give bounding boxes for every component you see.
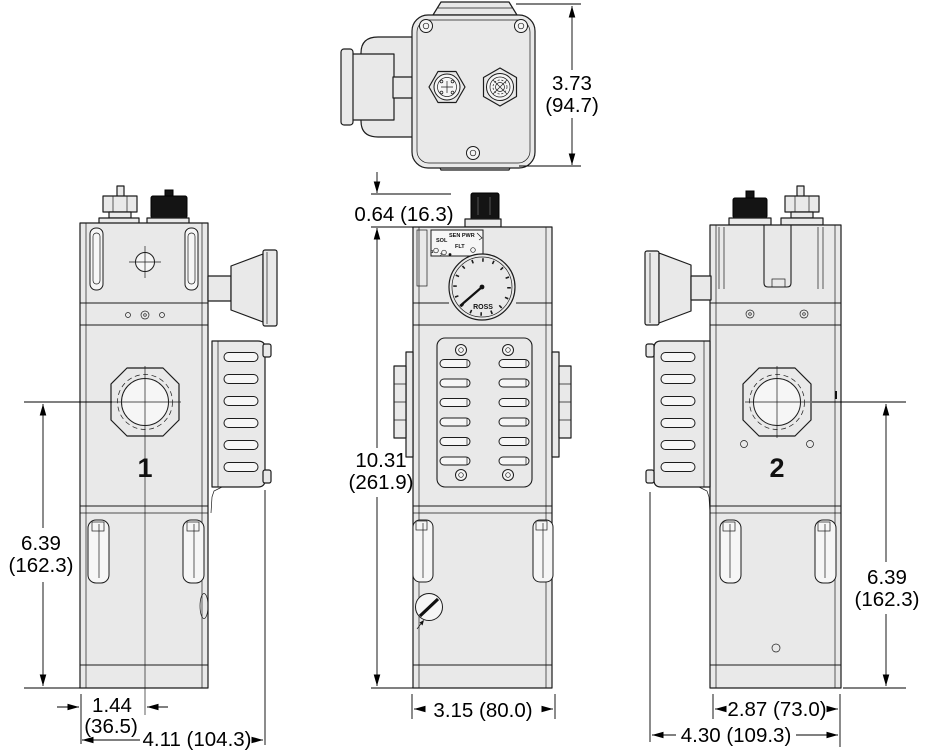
left-side-view: 1	[79, 185, 278, 715]
front-view: SOL SEN PWR FLT 1 2 ROSS	[393, 192, 572, 689]
m12-connector-icon	[428, 70, 466, 104]
top-view	[340, 1, 536, 171]
port-2-boss	[742, 366, 812, 438]
dim-front-width: 3.15 (80.0)	[433, 699, 532, 722]
mounting-slot	[184, 227, 199, 291]
dim-connector-height: 0.64 (16.3)	[354, 203, 453, 226]
gauge-tick-ring	[453, 258, 511, 316]
dim-overall-height-mm: (261.9)	[349, 471, 414, 494]
panel-leader-arrow-icon	[476, 232, 483, 241]
side-connector-block	[349, 53, 395, 121]
led-icon	[448, 253, 452, 256]
edge-cutout	[199, 593, 209, 619]
indicator-sol-label: SOL	[436, 238, 448, 244]
indicator-flt-label: FLT	[455, 244, 465, 250]
dim-top-height-mm: (94.7)	[545, 94, 599, 117]
mounting-slot	[412, 519, 434, 583]
leader-arrow-icon	[419, 620, 424, 626]
gauge-needle	[459, 286, 483, 307]
mounting-slot	[814, 519, 837, 584]
mounting-slot	[532, 519, 554, 583]
dim-left-port-height-in: 6.39	[21, 532, 61, 555]
mounting-slot	[87, 519, 110, 584]
dim-left-overall-width: 4.11 (104.3)	[142, 728, 251, 751]
gauge-side-knob	[207, 249, 278, 327]
dim-right-body-width: 2.87 (73.0)	[727, 698, 826, 721]
dim-port-offset-mm: (36.5)	[84, 715, 138, 738]
dim-overall-height-in: 10.31	[355, 449, 406, 472]
mounting-slot	[719, 519, 742, 584]
top-view-body	[411, 14, 536, 169]
led-icon	[470, 247, 476, 253]
led-icon	[441, 249, 447, 256]
top-mounting-tab	[432, 1, 518, 16]
silencer-plate	[436, 337, 533, 488]
black-electrical-connector	[146, 189, 190, 225]
gauge-side-knob	[644, 250, 712, 326]
black-electrical-connector	[728, 190, 772, 226]
silencer-slots	[439, 359, 530, 466]
side-connector-flange	[340, 48, 354, 126]
pressure-gauge: ROSS	[448, 253, 516, 321]
mounting-slot	[89, 227, 104, 291]
indicator-sen-pwr-label: SEN PWR	[449, 233, 475, 239]
dim-right-port-height-mm: (162.3)	[855, 588, 920, 611]
dim-top-height-in: 3.73	[552, 72, 592, 95]
side-port-flange	[551, 351, 572, 458]
dim-right-port-height-in: 6.39	[867, 566, 907, 589]
edge-strip	[416, 229, 428, 287]
dimension-annotations: 3.73 (94.7) 0.64 (16.3) 10.31 (261.9) 6.…	[9, 3, 920, 751]
valve-body	[79, 222, 209, 689]
corner-screw	[419, 19, 528, 160]
indicator-1-label: 1	[431, 249, 434, 254]
dim-left-port-height-mm: (162.3)	[9, 554, 74, 577]
indicator-2-label: 2	[440, 252, 443, 257]
pilot-port-crosshair	[129, 246, 161, 278]
drain-hole	[771, 643, 781, 653]
side-port-flange	[393, 351, 414, 458]
mounting-slot	[182, 519, 205, 584]
hex-fitting-connector	[780, 185, 824, 226]
port-2-label: 2	[769, 453, 784, 483]
gauge-brand-label: ROSS	[473, 304, 493, 311]
status-led-panel: SOL SEN PWR FLT 1 2	[430, 229, 484, 257]
led-icon	[433, 247, 439, 254]
right-side-view: 2	[644, 185, 842, 689]
adjustment-screw	[415, 593, 443, 630]
valve-body	[709, 224, 842, 689]
dim-port-offset-in: 1.44	[92, 694, 132, 717]
silencer-left	[645, 340, 711, 514]
port-1-boss	[110, 366, 181, 438]
m12-connector-icon	[482, 67, 518, 107]
silencer-right	[210, 340, 272, 514]
dim-right-overall-width: 4.30 (109.3)	[681, 724, 792, 747]
black-electrical-connector	[464, 192, 502, 228]
port-1-label: 1	[137, 453, 152, 483]
hex-fitting-connector	[98, 185, 140, 225]
